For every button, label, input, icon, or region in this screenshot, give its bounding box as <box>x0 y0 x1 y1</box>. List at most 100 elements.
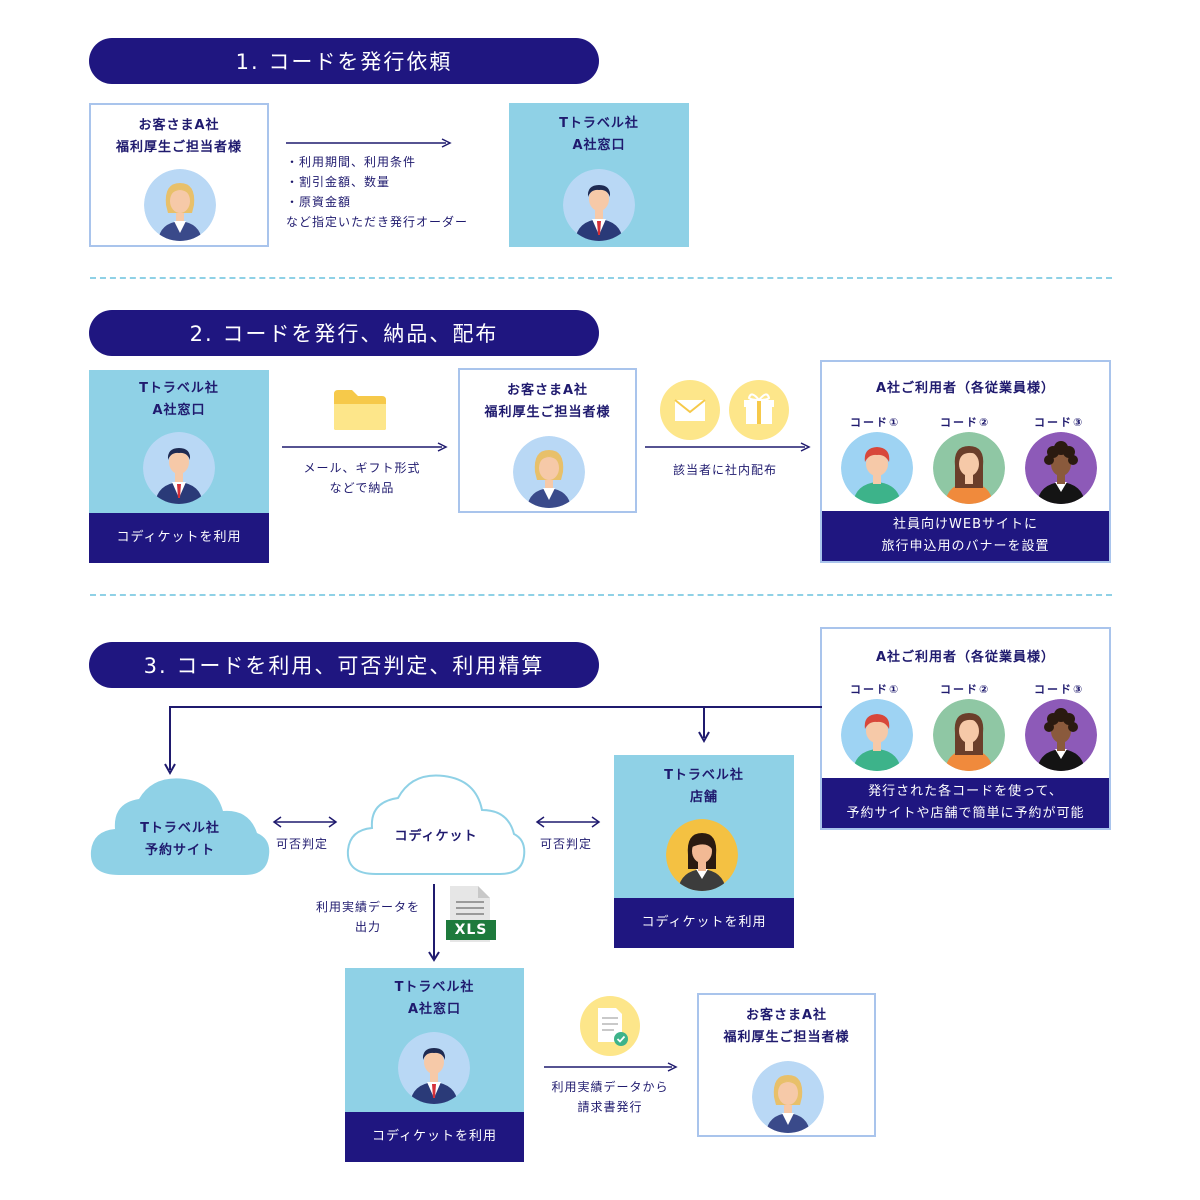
users-footer-line1: 発行された各コードを使って、 <box>868 784 1063 799</box>
code-label-2: コード② <box>940 416 991 429</box>
export-text: 利用実績データを 出力 <box>306 897 430 937</box>
section2-title: 2. コードを発行、納品、配布 <box>89 310 599 356</box>
customer-line1: お客さまA社 <box>506 383 589 398</box>
users-title-text: A社ご利用者（各従業員様） <box>875 650 1056 665</box>
arrow-down-icon <box>428 884 440 962</box>
order-notes: ・利用期間、利用条件 ・割引金額、数量 ・原資金額 など指定いただき発行オーダー <box>286 152 468 232</box>
section2-title-text: 2. コードを発行、納品、配布 <box>189 322 499 346</box>
agency-title: Tトラベル社 A社窓口 <box>509 113 689 157</box>
xls-badge: XLS <box>446 920 496 940</box>
delivery-text: メール、ギフト形式 などで納品 <box>282 458 442 498</box>
code-label-1: コード① <box>850 683 901 696</box>
store-line1: Tトラベル社 <box>664 768 744 783</box>
export-line1: 利用実績データを <box>315 900 420 914</box>
agency-line2: A社窓口 <box>152 403 206 418</box>
folder-icon <box>334 390 386 430</box>
woman-avatar-icon <box>513 436 585 508</box>
order-note-1: ・利用期間、利用条件 <box>286 155 417 169</box>
connector-lines <box>164 706 822 776</box>
agency-line2: A社窓口 <box>572 138 626 153</box>
section-divider <box>90 277 1112 279</box>
arrow-right-icon <box>544 1062 678 1072</box>
code-label-1: コード① <box>850 416 901 429</box>
agency-footer: コディケットを利用 <box>345 1112 524 1162</box>
agency-title: Tトラベル社 A社窓口 <box>345 977 524 1021</box>
order-note-4: など指定いただき発行オーダー <box>286 215 469 229</box>
customer-line2: 福利厚生ご担当者様 <box>723 1030 850 1045</box>
users-card: A社ご利用者（各従業員様） コード① コード② コード③ 発行された各コードを使… <box>820 627 1111 830</box>
mail-icon <box>660 380 720 440</box>
store-footer-text: コディケットを利用 <box>641 915 767 930</box>
customer-card: お客さまA社 福利厚生ご担当者様 <box>458 368 637 513</box>
users-title: A社ご利用者（各従業員様） <box>822 378 1109 400</box>
code-label-2: コード② <box>940 683 991 696</box>
store-line2: 店舗 <box>689 790 718 805</box>
users-title-text: A社ご利用者（各従業員様） <box>875 381 1056 396</box>
user3-avatar-icon <box>1025 699 1097 771</box>
agency-card: Tトラベル社 A社窓口 コディケットを利用 <box>345 968 524 1162</box>
codiket-label-text: コディケット <box>394 829 478 844</box>
users-footer: 発行された各コードを使って、 予約サイトや店舗で簡単に予約が可能 <box>822 778 1109 828</box>
section-divider <box>90 594 1112 596</box>
store-card: Tトラベル社 店舗 コディケットを利用 <box>614 755 794 948</box>
users-card: A社ご利用者（各従業員様） コード① コード② コード③ 社員向けWEBサイトに… <box>820 360 1111 563</box>
judge-right-label: 可否判定 <box>540 837 593 851</box>
section3-title: 3. コードを利用、可否判定、利用精算 <box>89 642 599 688</box>
order-note-2: ・割引金額、数量 <box>286 175 391 189</box>
code-label-3: コード③ <box>1034 683 1085 696</box>
delivery-line1: メール、ギフト形式 <box>303 461 421 475</box>
booking-site-line2: 予約サイト <box>144 843 215 858</box>
user2-avatar-icon <box>933 432 1005 504</box>
users-footer: 社員向けWEBサイトに 旅行申込用のバナーを設置 <box>822 511 1109 561</box>
man-avatar-icon <box>398 1032 470 1104</box>
billing-text: 利用実績データから 請求書発行 <box>540 1077 680 1117</box>
xls-file-icon: XLS <box>446 886 496 942</box>
user2-avatar-icon <box>933 699 1005 771</box>
booking-site-cloud-icon <box>90 778 270 875</box>
agency-card: Tトラベル社 A社窓口 <box>509 103 689 247</box>
booking-site-line1: Tトラベル社 <box>140 821 220 836</box>
agency-title: Tトラベル社 A社窓口 <box>89 378 269 422</box>
user1-avatar-icon <box>841 432 913 504</box>
user3-avatar-icon <box>1025 432 1097 504</box>
customer-title: お客さまA社 福利厚生ご担当者様 <box>699 1005 874 1049</box>
woman-avatar-icon <box>144 169 216 241</box>
user1-avatar-icon <box>841 699 913 771</box>
customer-title: お客さまA社 福利厚生ご担当者様 <box>91 115 267 159</box>
xls-label: XLS <box>454 922 488 938</box>
section1-title-text: 1. コードを発行依頼 <box>235 50 453 74</box>
users-footer-line1: 社員向けWEBサイトに <box>893 517 1038 532</box>
customer-line2: 福利厚生ご担当者様 <box>115 140 242 155</box>
section3-title-text: 3. コードを利用、可否判定、利用精算 <box>143 654 545 678</box>
customer-title: お客さまA社 福利厚生ご担当者様 <box>460 380 635 424</box>
delivery-line2: などで納品 <box>329 481 395 495</box>
agency-footer: コディケットを利用 <box>89 513 269 563</box>
double-arrow-icon <box>272 816 338 828</box>
staff-avatar-icon <box>666 819 738 891</box>
agency-line1: Tトラベル社 <box>559 116 639 131</box>
store-title: Tトラベル社 店舗 <box>614 765 794 809</box>
arrow-right-icon <box>286 138 452 148</box>
double-arrow-icon <box>535 816 601 828</box>
users-footer-line2: 旅行申込用のバナーを設置 <box>881 539 1050 554</box>
man-avatar-icon <box>143 432 215 504</box>
billing-line2: 請求書発行 <box>577 1100 643 1114</box>
customer-card: お客さまA社 福利厚生ご担当者様 <box>697 993 876 1137</box>
agency-card: Tトラベル社 A社窓口 コディケットを利用 <box>89 370 269 563</box>
agency-footer-text: コディケットを利用 <box>116 530 242 545</box>
users-title: A社ご利用者（各従業員様） <box>822 647 1109 669</box>
agency-line1: Tトラベル社 <box>394 980 475 995</box>
arrow-right-icon <box>282 442 448 452</box>
agency-line1: Tトラベル社 <box>139 381 219 396</box>
distribute-text: 該当者に社内配布 <box>645 460 805 480</box>
distribute-text-label: 該当者に社内配布 <box>672 463 777 477</box>
codiket-label: コディケット <box>344 826 528 848</box>
codiket-cloud-icon <box>346 774 526 875</box>
customer-line1: お客さまA社 <box>745 1008 828 1023</box>
section1-title: 1. コードを発行依頼 <box>89 38 599 84</box>
man-avatar-icon <box>563 169 635 241</box>
woman-avatar-icon <box>752 1061 824 1133</box>
agency-footer-text: コディケットを利用 <box>371 1129 498 1144</box>
order-note-3: ・原資金額 <box>286 195 352 209</box>
booking-site-label: Tトラベル社 予約サイト <box>89 818 271 862</box>
